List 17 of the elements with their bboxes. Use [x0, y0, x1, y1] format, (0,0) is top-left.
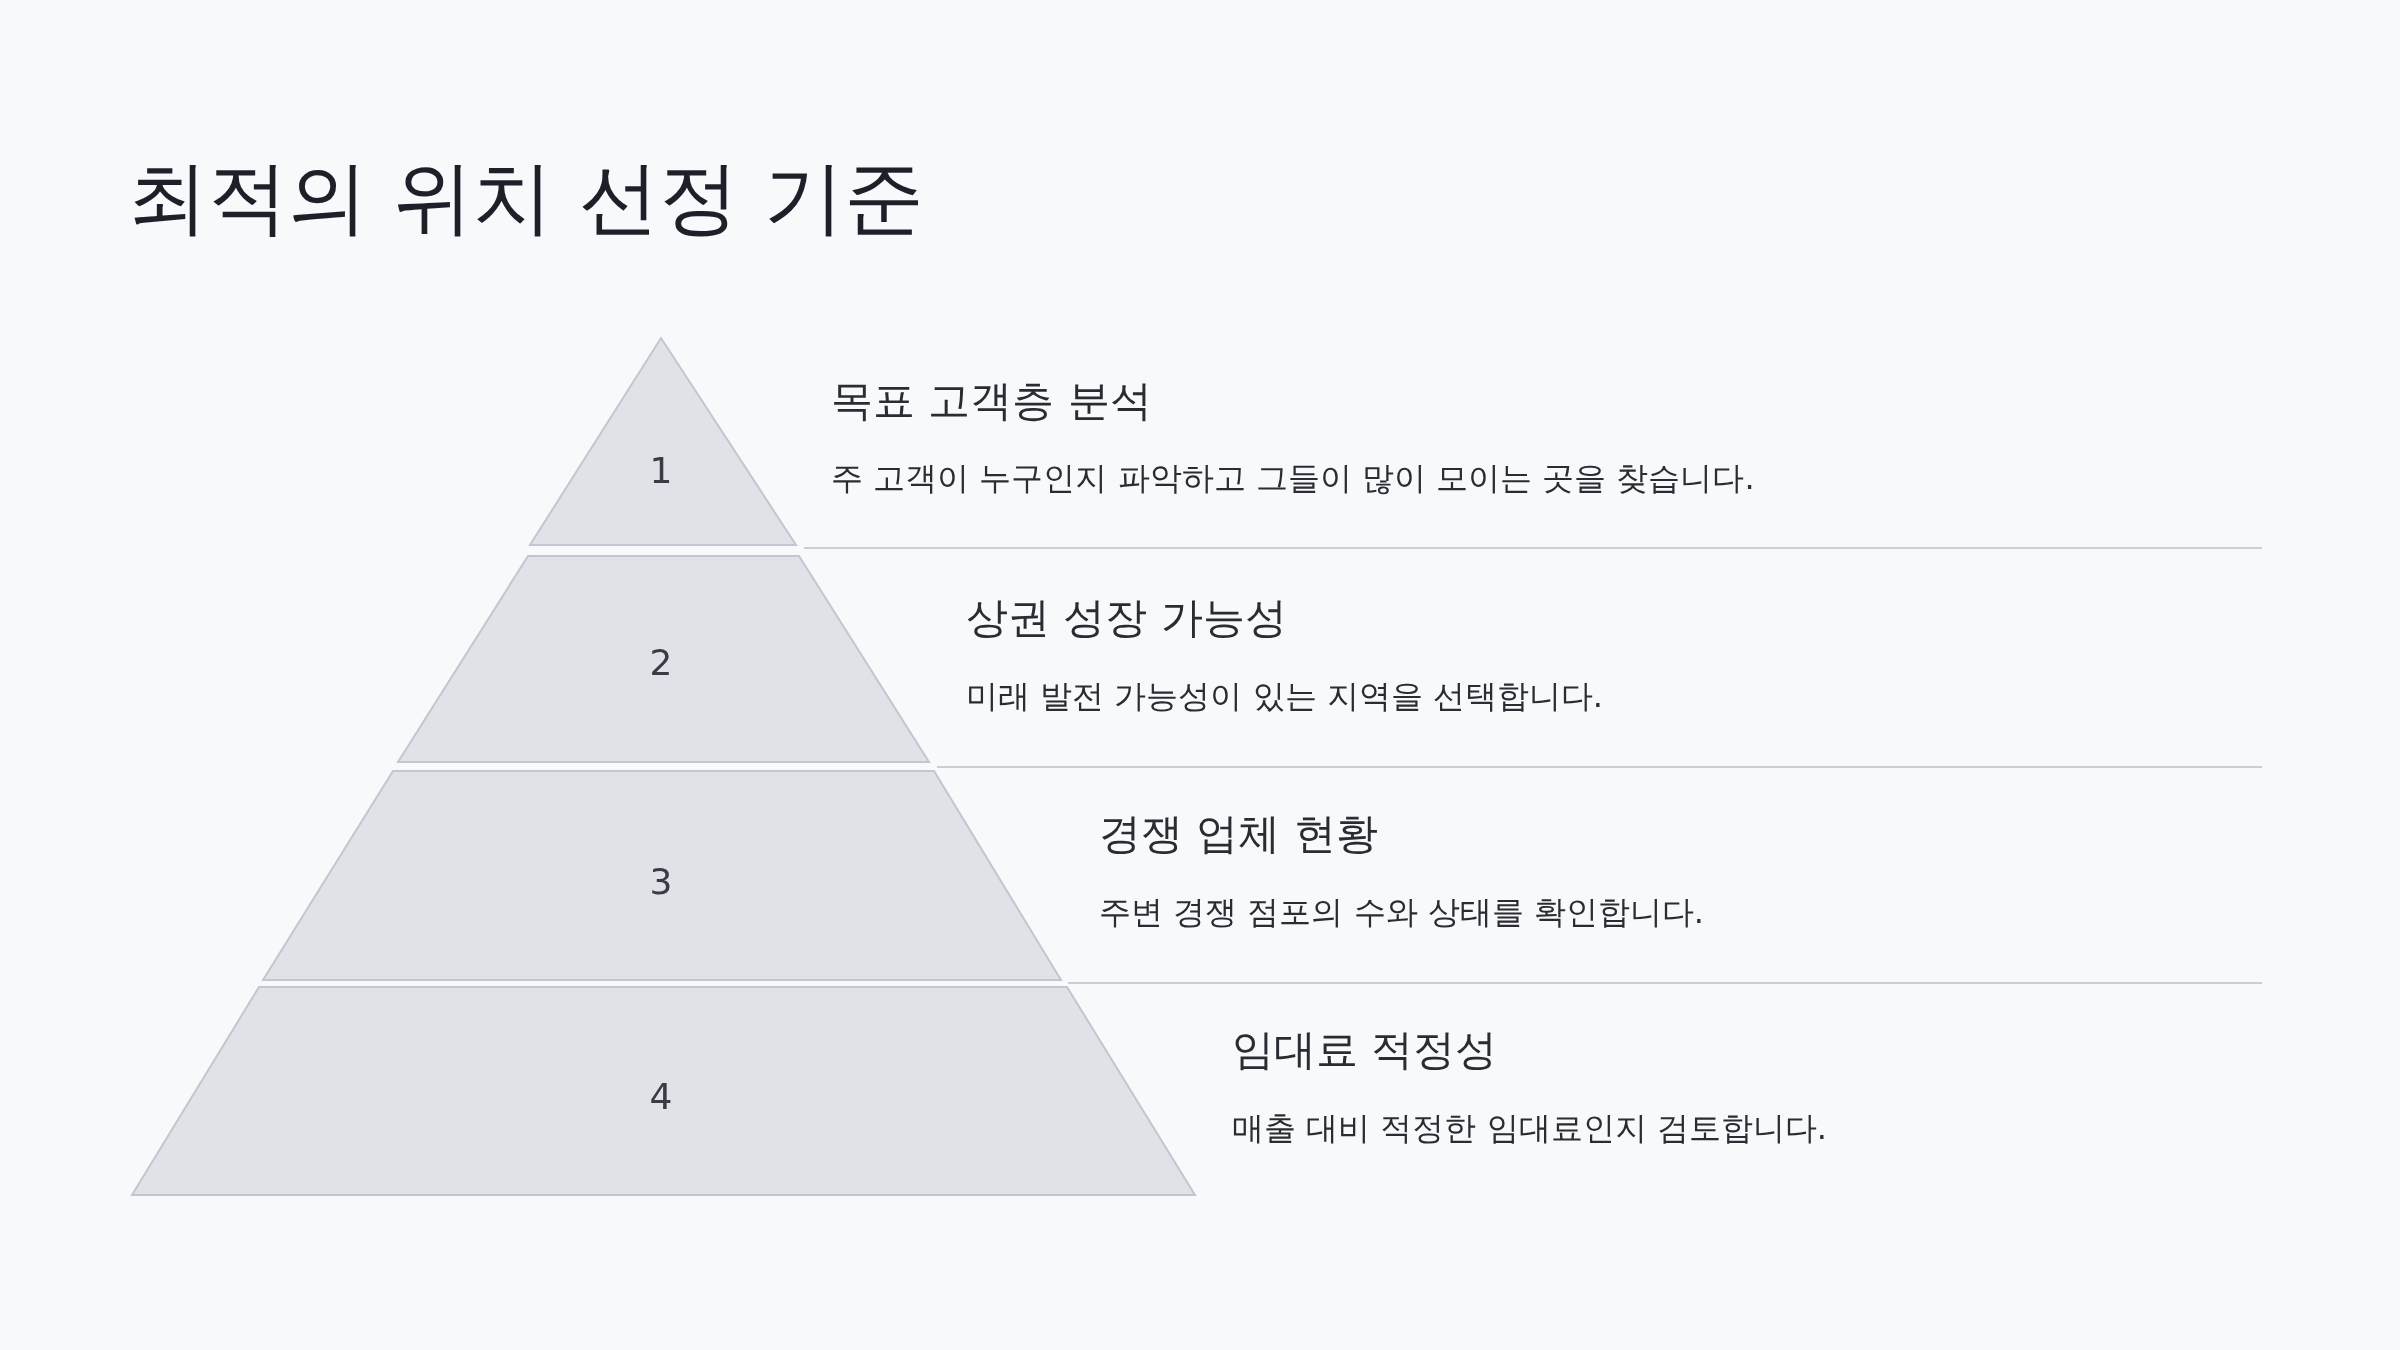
tier-heading: 경쟁 업체 현황: [1099, 808, 1378, 860]
tier-number: 3: [649, 864, 673, 900]
tier-number: 2: [649, 645, 673, 681]
pyramid-tier: [132, 987, 1195, 1195]
tier-number: 4: [649, 1079, 673, 1115]
pyramid-tier: [263, 771, 1061, 980]
tier-heading: 임대료 적정성: [1232, 1024, 1498, 1076]
tier-number: 1: [649, 453, 673, 489]
tier-description: 매출 대비 적정한 임대료인지 검토합니다.: [1232, 1108, 1827, 1148]
slide-title: 최적의 위치 선정 기준: [128, 150, 925, 246]
tier-description: 주변 경쟁 점포의 수와 상태를 확인합니다.: [1099, 892, 1705, 932]
pyramid-tier: [530, 338, 796, 545]
tier-description: 미래 발전 가능성이 있는 지역을 선택합니다.: [966, 676, 1604, 716]
tier-description: 주 고객이 누구인지 파악하고 그들이 많이 모이는 곳을 찾습니다.: [831, 458, 1755, 498]
pyramid-tier: [398, 556, 929, 762]
tier-heading: 상권 성장 가능성: [966, 592, 1287, 644]
tier-heading: 목표 고객층 분석: [831, 375, 1152, 427]
